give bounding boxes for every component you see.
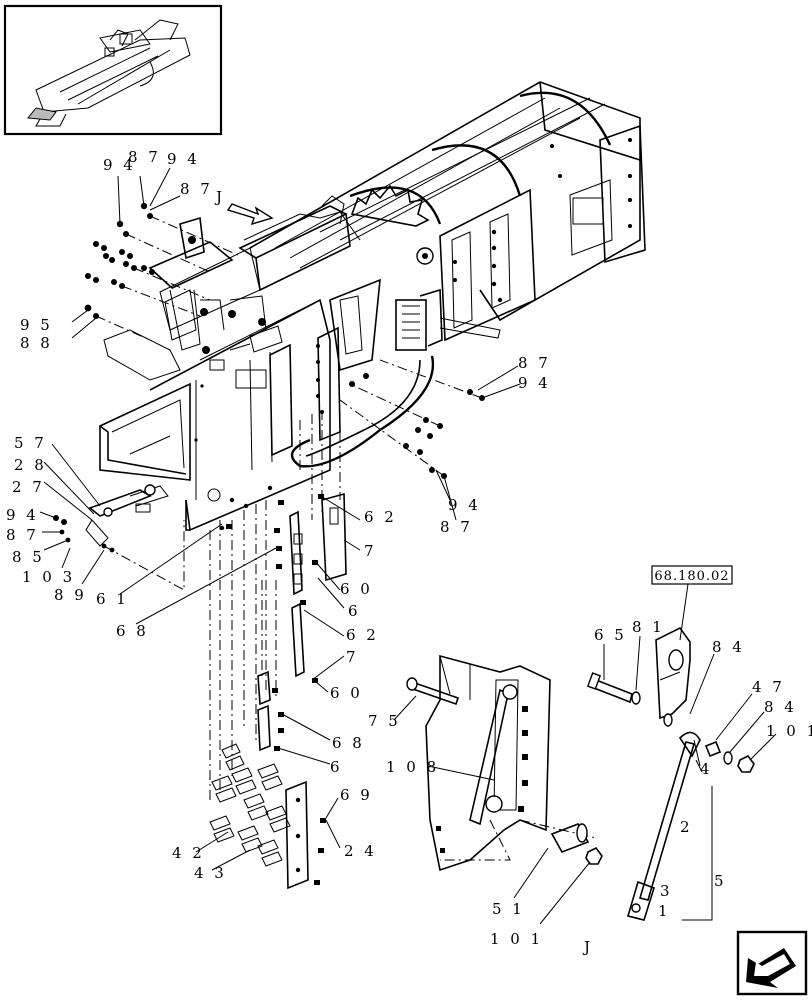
callout-6: 6 (348, 602, 361, 620)
callout-94: 9 4 (518, 374, 551, 392)
callout-69: 6 9 (340, 786, 373, 804)
link-rod-assembly (586, 626, 755, 921)
callout-7: 7 (346, 648, 359, 666)
callout-62: 6 2 (364, 508, 397, 526)
callout-101: 1 0 1 (766, 722, 812, 740)
callout-60: 6 0 (330, 684, 363, 702)
callout-84: 8 4 (712, 638, 745, 656)
overview-thumbnail (3, 4, 223, 136)
callout-81: 8 1 (632, 618, 665, 636)
callout-101: 1 0 1 (490, 930, 543, 948)
callout-87: 8 7 (128, 148, 161, 166)
callout-103: 1 0 3 (22, 568, 75, 586)
callout-42: 4 2 (172, 844, 205, 862)
callout-108: 1 0 8 (386, 758, 439, 776)
callout-47: 4 7 (752, 678, 785, 696)
mounting-plates (209, 492, 347, 890)
callout-94: 9 4 (6, 506, 39, 524)
callout-4: 4 (700, 760, 713, 778)
main-frame-assembly (85, 81, 646, 547)
callout-51: 5 1 (492, 900, 525, 918)
reference-box: 68.180.02 (651, 565, 733, 641)
callout-89: 8 9 (54, 586, 87, 604)
direction-arrow-j (226, 203, 274, 226)
callout-leaders (39, 167, 777, 925)
callout-87: 8 7 (180, 180, 213, 198)
callout-68: 6 8 (116, 622, 149, 640)
callout-27: 2 7 (12, 478, 45, 496)
callout-43: 4 3 (194, 864, 227, 882)
callout-87: 8 7 (518, 354, 551, 372)
callout-87: 8 7 (440, 518, 473, 536)
callout-5: 5 (714, 872, 727, 890)
callout-94: 9 4 (167, 150, 200, 168)
callout-7: 7 (364, 542, 377, 560)
callout-95: 9 5 (20, 316, 53, 334)
callout-1: 1 (658, 902, 671, 920)
callout-85: 8 5 (12, 548, 45, 566)
callout-68: 6 8 (332, 734, 365, 752)
callout-62: 6 2 (346, 626, 379, 644)
leader-dash-lines (95, 215, 597, 861)
reference-label: 68.180.02 (654, 569, 729, 584)
callout-60: 6 0 (340, 580, 373, 598)
callout-84: 8 4 (764, 698, 797, 716)
callout-j: J (214, 188, 225, 206)
callout-3: 3 (660, 882, 673, 900)
callout-57: 5 7 (14, 434, 47, 452)
callout-94: 9 4 (103, 156, 136, 174)
callout-28: 2 8 (14, 456, 47, 474)
fasteners-top (53, 202, 485, 553)
callout-75: 7 5 (368, 712, 401, 730)
arm-assembly (406, 654, 603, 872)
callout-j: J (582, 938, 593, 956)
callout-88: 8 8 (20, 334, 53, 352)
callout-87: 8 7 (6, 526, 39, 544)
callout-94: 9 4 (448, 496, 481, 514)
callout-2: 2 (680, 818, 693, 836)
callout-6: 6 (330, 758, 343, 776)
callout-65: 6 5 (594, 626, 627, 644)
callout-61: 6 1 (96, 590, 129, 608)
callout-24: 2 4 (344, 842, 377, 860)
bracket-lines (682, 739, 713, 921)
page-navigation-arrow-icon[interactable] (736, 930, 808, 996)
callout-labels: 9 4 8 7 9 4 8 7 J 9 5 8 8 5 7 2 8 2 7 9 … (6, 148, 812, 956)
